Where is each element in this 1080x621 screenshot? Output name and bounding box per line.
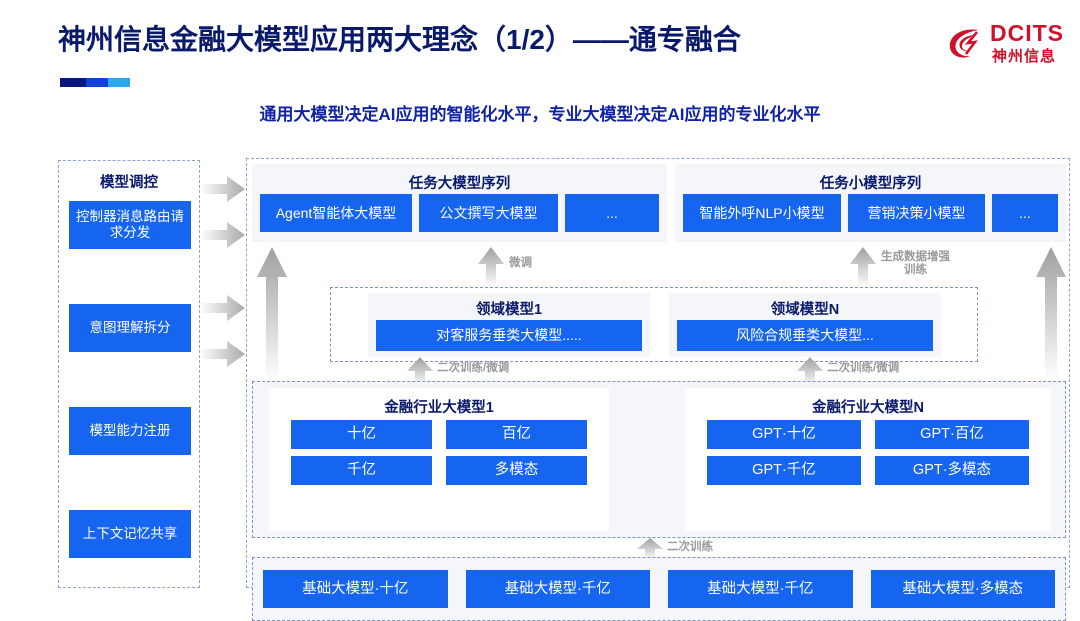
industry-n-gpt-multimodal[interactable]: GPT·多模态 (875, 456, 1029, 485)
arrow-label-data-augment: 生成数据增强 训练 (881, 251, 950, 277)
domain-model-1: 领域模型1 对客服务垂类大模型..... (368, 293, 650, 357)
arrow-label-retrain-left: 二次训练/微调 (437, 362, 510, 374)
control-item-intent[interactable]: 意图理解拆分 (69, 304, 191, 352)
industry-n-gpt-1000y[interactable]: GPT·千亿 (707, 456, 861, 485)
base-model-10y[interactable]: 基础大模型·十亿 (263, 570, 448, 608)
flow-arrow-right-3 (200, 295, 245, 321)
accent-bar-segment-1 (60, 78, 86, 87)
seq-item-more-large[interactable]: ... (565, 194, 659, 232)
sequence-items-small: 智能外呼NLP小模型 营销决策小模型 ... (683, 194, 1058, 232)
domain-model-n-item[interactable]: 风险合规垂类大模型... (677, 320, 933, 351)
seq-item-doc-writing[interactable]: 公文撰写大模型 (419, 194, 558, 232)
accent-bar-segment-2 (86, 78, 108, 87)
industry-model-1: 金融行业大模型1 十亿 百亿 千亿 多模态 (269, 388, 609, 531)
page-title: 神州信息金融大模型应用两大理念（1/2）——通专融合 (58, 24, 741, 55)
base-model-band: 基础大模型·十亿 基础大模型·千亿 基础大模型·千亿 基础大模型·多模态 (252, 557, 1066, 621)
base-model-1000y-b[interactable]: 基础大模型·千亿 (668, 570, 853, 608)
page-subtitle: 通用大模型决定AI应用的智能化水平，专业大模型决定AI应用的专业化水平 (259, 105, 821, 124)
logo-swirl-icon (949, 29, 979, 58)
seq-item-more-small[interactable]: ... (992, 194, 1058, 232)
flow-arrow-up-data-augment (850, 247, 876, 287)
architecture-diagram: 任务大模型序列 Agent智能体大模型 公文撰写大模型 ... 任务小模型序列 … (246, 158, 1070, 621)
domain-model-band: 领域模型1 对客服务垂类大模型..... 领域模型N 风险合规垂类大模型... (330, 287, 978, 362)
task-large-model-sequence: 任务大模型序列 Agent智能体大模型 公文撰写大模型 ... (252, 164, 667, 242)
flow-arrow-up-tall-left (257, 247, 287, 381)
industry-model-1-title: 金融行业大模型1 (384, 400, 494, 416)
industry-model-n-title: 金融行业大模型N (812, 400, 924, 416)
model-control-column: 模型调控 控制器消息路由请求分发 意图理解拆分 模型能力注册 上下文记忆共享 (58, 160, 200, 588)
flow-arrow-right-2 (200, 222, 245, 248)
flow-arrow-up-tall-right (1036, 247, 1066, 381)
arrow-label-base-retrain: 二次训练 (667, 541, 713, 553)
domain-model-n: 领域模型N 风险合规垂类大模型... (669, 293, 941, 357)
industry-1-size-100y[interactable]: 百亿 (446, 420, 587, 449)
base-model-multimodal[interactable]: 基础大模型·多模态 (870, 570, 1055, 608)
domain-model-1-item[interactable]: 对客服务垂类大模型..... (376, 320, 642, 351)
industry-1-multimodal[interactable]: 多模态 (446, 456, 587, 485)
accent-bar (60, 78, 130, 87)
flow-arrow-up-retrain-right (797, 357, 823, 387)
industry-n-gpt-10y[interactable]: GPT·十亿 (707, 420, 861, 449)
base-model-1000y-a[interactable]: 基础大模型·千亿 (465, 570, 650, 608)
control-item-capability[interactable]: 模型能力注册 (69, 407, 191, 455)
industry-1-size-10y[interactable]: 十亿 (291, 420, 432, 449)
arrow-label-finetune: 微调 (509, 257, 532, 269)
sequence-items-large: Agent智能体大模型 公文撰写大模型 ... (260, 194, 659, 232)
industry-model-n: 金融行业大模型N GPT·十亿 GPT·百亿 GPT·千亿 GPT·多模态 (685, 388, 1051, 531)
industry-model-1-grid: 十亿 百亿 千亿 多模态 (291, 420, 587, 485)
flow-arrow-up-finetune (478, 247, 504, 287)
logo-wordmark: DCITS (990, 20, 1064, 46)
industry-1-size-1000y[interactable]: 千亿 (291, 456, 432, 485)
sequence-title-large: 任务大模型序列 (408, 176, 511, 192)
flow-arrow-right-4 (200, 341, 245, 367)
accent-bar-segment-3 (108, 78, 130, 87)
flow-arrow-up-retrain-left (407, 357, 433, 387)
flow-arrow-right-1 (200, 176, 245, 202)
seq-item-marketing[interactable]: 营销决策小模型 (848, 194, 985, 232)
industry-n-gpt-100y[interactable]: GPT·百亿 (875, 420, 1029, 449)
domain-model-1-title: 领域模型1 (475, 302, 543, 318)
slide-root: 神州信息金融大模型应用两大理念（1/2）——通专融合 DCITS 神州信息 通用… (58, 18, 1072, 621)
domain-model-n-title: 领域模型N (770, 302, 840, 318)
industry-model-band: 金融行业大模型1 十亿 百亿 千亿 多模态 金融行业大模型N GPT·十亿 GP… (252, 381, 1066, 538)
seq-item-agent[interactable]: Agent智能体大模型 (260, 194, 412, 232)
base-model-row: 基础大模型·十亿 基础大模型·千亿 基础大模型·千亿 基础大模型·多模态 (263, 570, 1055, 608)
industry-model-n-grid: GPT·十亿 GPT·百亿 GPT·千亿 GPT·多模态 (707, 420, 1029, 485)
model-control-heading: 模型调控 (100, 175, 158, 191)
control-item-router[interactable]: 控制器消息路由请求分发 (69, 201, 191, 249)
arrow-label-retrain-right: 二次训练/微调 (827, 362, 900, 374)
sequence-title-small: 任务小模型序列 (819, 176, 922, 192)
seq-item-nlp-outbound[interactable]: 智能外呼NLP小模型 (683, 194, 841, 232)
logo-sub-text: 神州信息 (992, 48, 1057, 65)
control-item-context[interactable]: 上下文记忆共享 (69, 510, 191, 558)
task-small-model-sequence: 任务小模型序列 智能外呼NLP小模型 营销决策小模型 ... (675, 164, 1066, 242)
flow-arrow-up-base-retrain (637, 538, 663, 560)
dcits-logo: DCITS 神州信息 (946, 18, 1072, 70)
